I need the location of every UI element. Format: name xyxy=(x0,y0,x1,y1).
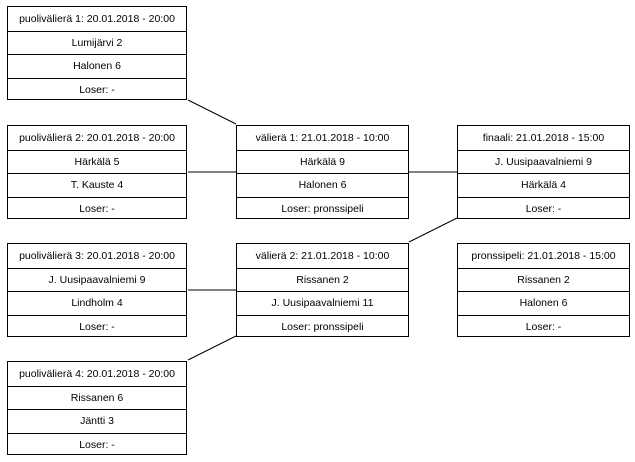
team-row: Härkälä 5 xyxy=(8,149,186,174)
loser-row: Loser: - xyxy=(458,196,629,221)
loser-row: Loser: - xyxy=(8,432,186,457)
team-row: Rissanen 2 xyxy=(237,267,408,292)
team-row: J. Uusipaavalniemi 11 xyxy=(237,291,408,315)
team-row: Halonen 6 xyxy=(237,173,408,197)
match-header: puolivälierä 2: 20.01.2018 - 20:00 xyxy=(19,131,175,144)
loser-row: Loser: pronssipeli xyxy=(237,196,408,221)
loser-row: Loser: - xyxy=(8,77,186,102)
loser-row: Loser: - xyxy=(8,196,186,221)
match-header: puolivälierä 4: 20.01.2018 - 20:00 xyxy=(19,367,175,380)
connector-qf4-sf2 xyxy=(187,335,237,361)
match-header: välierä 1: 21.01.2018 - 10:00 xyxy=(255,131,390,144)
connector-qf1-sf1 xyxy=(187,99,237,125)
match-card-sf2: välierä 2: 21.01.2018 - 10:00 Rissanen 2… xyxy=(236,243,409,337)
match-header: puolivälierä 3: 20.01.2018 - 20:00 xyxy=(19,249,175,262)
team-row: Lumijärvi 2 xyxy=(8,30,186,55)
team-row: J. Uusipaavalniemi 9 xyxy=(8,267,186,292)
team-row: Härkälä 9 xyxy=(237,149,408,174)
match-card-qf4: puolivälierä 4: 20.01.2018 - 20:00 Rissa… xyxy=(7,361,187,455)
loser-row: Loser: pronssipeli xyxy=(237,314,408,339)
match-card-qf2: puolivälierä 2: 20.01.2018 - 20:00 Härkä… xyxy=(7,125,187,219)
match-header: välierä 2: 21.01.2018 - 10:00 xyxy=(255,249,390,262)
team-row: Rissanen 6 xyxy=(8,385,186,410)
team-row: T. Kauste 4 xyxy=(8,173,186,197)
team-row: Halonen 6 xyxy=(458,291,629,315)
match-card-bronze: pronssipeli: 21.01.2018 - 15:00 Rissanen… xyxy=(457,243,630,337)
match-header: finaali: 21.01.2018 - 15:00 xyxy=(482,131,605,144)
team-row: J. Uusipaavalniemi 9 xyxy=(458,149,629,174)
team-row: Halonen 6 xyxy=(8,54,186,78)
team-row: Härkälä 4 xyxy=(458,173,629,197)
team-row: Rissanen 2 xyxy=(458,267,629,292)
match-card-sf1: välierä 1: 21.01.2018 - 10:00 Härkälä 9 … xyxy=(236,125,409,219)
match-header: puolivälierä 1: 20.01.2018 - 20:00 xyxy=(19,12,175,25)
match-header: pronssipeli: 21.01.2018 - 15:00 xyxy=(471,249,616,262)
loser-row: Loser: - xyxy=(8,314,186,339)
match-card-qf1: puolivälierä 1: 20.01.2018 - 20:00 Lumij… xyxy=(7,6,187,100)
team-row: Jäntti 3 xyxy=(8,409,186,433)
match-card-qf3: puolivälierä 3: 20.01.2018 - 20:00 J. Uu… xyxy=(7,243,187,337)
match-card-final: finaali: 21.01.2018 - 15:00 J. Uusipaava… xyxy=(457,125,630,219)
connector-sf2-final xyxy=(408,217,458,243)
team-row: Lindholm 4 xyxy=(8,291,186,315)
loser-row: Loser: - xyxy=(458,314,629,339)
